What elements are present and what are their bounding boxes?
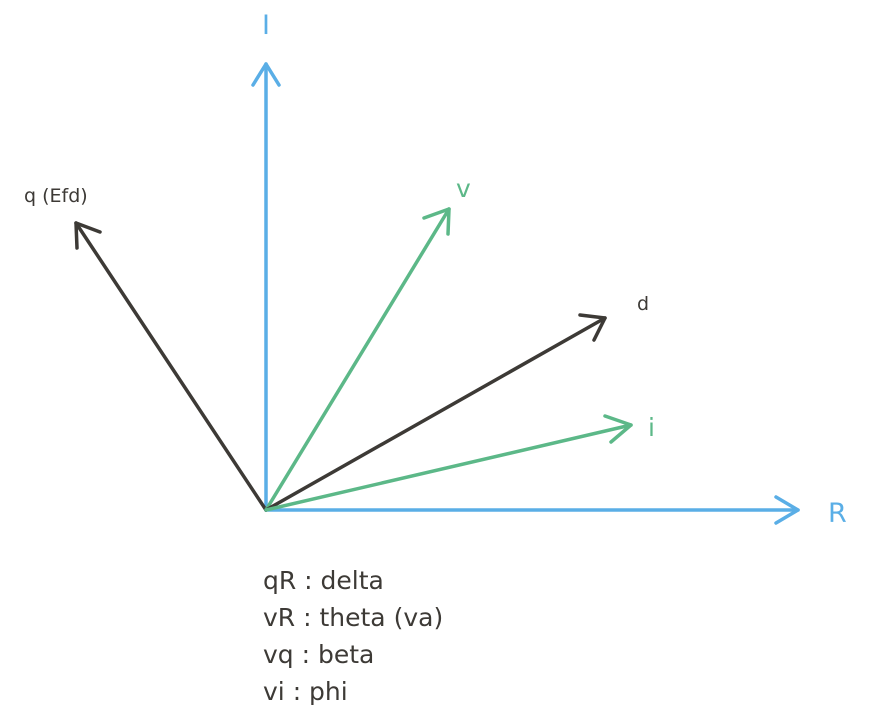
legend-item-delta: qR : delta — [263, 566, 384, 595]
d-vector-label: d — [637, 293, 649, 315]
imaginary-axis-label: I — [262, 10, 270, 41]
i-vector-arrowhead — [603, 414, 633, 444]
d-vector-shaft — [264, 316, 607, 512]
v-vector-label: v — [456, 174, 471, 203]
d-vector-arrowhead — [578, 313, 607, 342]
v-vector-shaft — [264, 207, 451, 512]
q-vector-shaft — [74, 221, 268, 512]
imaginary-axis — [251, 62, 281, 512]
imaginary-axis-arrowhead — [251, 62, 281, 87]
real-axis-arrowhead — [774, 495, 800, 525]
i-vector-shaft — [264, 423, 633, 512]
d-axis-vector — [264, 313, 607, 512]
real-axis — [264, 495, 800, 525]
q-axis-vector — [74, 221, 268, 512]
q-vector-label: q (Efd) — [24, 185, 88, 207]
real-axis-label: R — [828, 498, 847, 529]
angle-legend: qR : delta vR : theta (va) vq : beta vi … — [263, 562, 443, 710]
v-vector — [264, 207, 451, 512]
q-vector-arrowhead — [74, 221, 102, 250]
legend-item-phi: vi : phi — [263, 677, 348, 706]
i-vector — [264, 414, 633, 512]
legend-item-beta: vq : beta — [263, 640, 375, 669]
legend-item-theta: vR : theta (va) — [263, 603, 444, 632]
i-vector-label: i — [648, 413, 655, 442]
v-vector-arrowhead — [422, 207, 451, 236]
